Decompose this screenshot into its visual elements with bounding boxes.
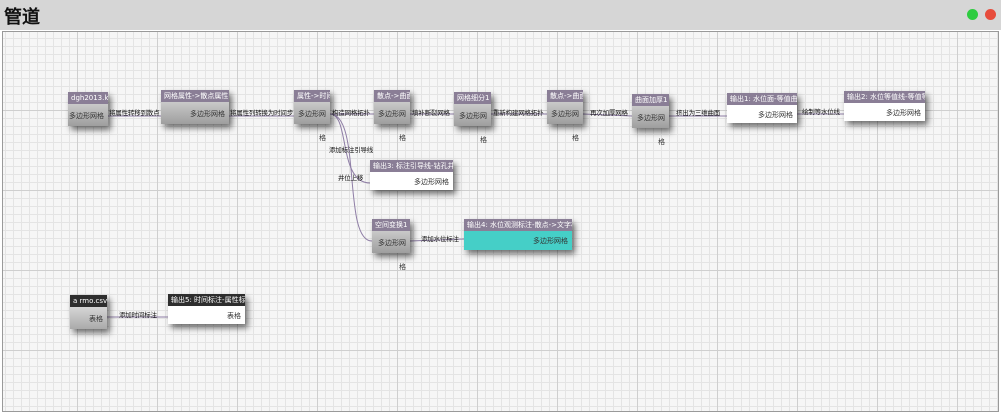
node-output: 多边形网格 — [547, 102, 583, 142]
edge-label: 重新构建网格拓扑 — [493, 109, 544, 117]
node-title: 输出1: 水位面-等值曲面1 — [727, 93, 797, 105]
edge-label: 构造网格拓扑 — [332, 109, 370, 117]
pipeline-node[interactable]: dgh2013.kml多边形网格 — [68, 92, 108, 126]
node-output: 多边形网格 — [632, 106, 669, 146]
node-title: 散点->曲面1 — [374, 90, 410, 102]
node-output: 多边形网格 — [372, 231, 410, 271]
node-output: 表格 — [70, 307, 107, 329]
close-button[interactable] — [985, 9, 996, 20]
edge-label: 将属性列转换为时间步 — [230, 109, 294, 117]
edge-label: 将属性转移到散点 — [109, 109, 160, 117]
node-title: 网格属性->散点属性1 — [161, 90, 229, 102]
pipeline-node[interactable]: 属性->时间1多边形网格 — [294, 90, 330, 142]
node-title: 输出5: 时间标注-属性标注1 — [168, 294, 245, 306]
node-output: 多边形网格 — [68, 104, 108, 126]
edge-label: 添加时间标注 — [119, 311, 157, 319]
output-node[interactable]: 输出3: 标注引导线-钻孔井管1多边形网格 — [370, 160, 453, 190]
node-title: 属性->时间1 — [294, 90, 330, 102]
window-title: 管道 — [4, 7, 40, 28]
node-title: 散点->曲面2 — [547, 90, 583, 102]
node-title: dgh2013.kml — [68, 92, 108, 104]
output-node[interactable]: 输出1: 水位面-等值曲面1多边形网格 — [727, 93, 797, 123]
node-title: 输出2: 水位等值线-等值等值1 — [844, 91, 925, 103]
node-output: 多边形网格 — [374, 102, 410, 142]
edge — [582, 113, 633, 117]
node-title: 空间变换1 — [372, 219, 410, 231]
output-node[interactable]: 输出5: 时间标注-属性标注1表格 — [168, 294, 245, 324]
edge — [329, 113, 373, 242]
edge — [409, 238, 465, 242]
node-title: 输出4: 水位观测标注-散点->文字标注2 — [464, 219, 572, 231]
pipeline-node[interactable]: 散点->曲面2多边形网格 — [547, 90, 583, 142]
node-output: 多边形网格 — [370, 172, 453, 190]
node-output: 多边形网格 — [161, 102, 229, 124]
output-node[interactable]: 输出2: 水位等值线-等值等值1多边形网格 — [844, 91, 925, 121]
edge-label: 井位上移 — [338, 174, 364, 182]
pipeline-node[interactable]: 散点->曲面1多边形网格 — [374, 90, 410, 142]
node-output: 表格 — [168, 306, 245, 324]
output-node[interactable]: 输出4: 水位观测标注-散点->文字标注2多边形网格 — [464, 219, 572, 250]
node-title: 曲面加厚1 — [632, 94, 669, 106]
edge-label: 添加标注引导线 — [329, 146, 374, 154]
node-title: a rmo.csv — [70, 295, 107, 307]
edge — [329, 113, 371, 184]
edge-label: 再次加厚网格 — [590, 109, 628, 117]
edge-label: 绘制等水位线 — [802, 108, 840, 116]
node-output: 多边形网格 — [727, 105, 797, 123]
node-output: 多边形网格 — [844, 103, 925, 121]
node-output: 多边形网格 — [454, 104, 491, 144]
maximize-button[interactable] — [967, 9, 978, 20]
edge-label: 填补断裂网格 — [412, 109, 450, 117]
edge-label: 添加水位标注 — [421, 235, 459, 243]
node-output: 多边形网格 — [464, 231, 572, 250]
node-title: 网格细分1 — [454, 92, 491, 104]
edge-label: 挤出为三维曲面 — [676, 109, 721, 117]
title-bar: 管道 — [0, 0, 1001, 30]
node-output: 多边形网格 — [294, 102, 330, 142]
node-title: 输出3: 标注引导线-钻孔井管1 — [370, 160, 453, 172]
